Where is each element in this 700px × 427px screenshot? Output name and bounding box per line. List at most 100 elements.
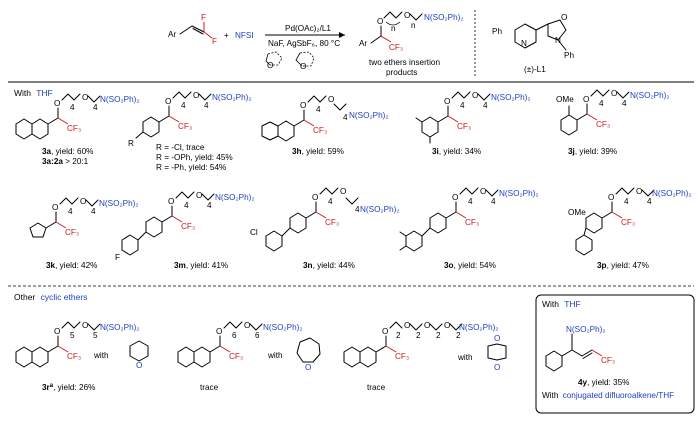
svg-text:CF₃: CF₃ [389,43,403,52]
svg-text:O: O [196,191,202,200]
svg-text:O: O [480,187,486,196]
svg-text:O: O [54,99,60,108]
svg-text:trace: trace [200,383,219,392]
product-4y-box: With THF N(SO₂Ph)₂ CF₃ 4y, yield: 35% Wi… [535,294,695,414]
svg-text:4: 4 [624,197,629,206]
svg-text:CF₃: CF₃ [67,124,81,133]
svg-text:CF₃: CF₃ [178,122,192,131]
svg-text:CF₃: CF₃ [395,352,409,361]
product-3o: CF₃ O 4 O 4 N(SO₂Ph)₂ 3o, yield: 54% [399,187,539,270]
svg-text:R = -Cl, trace: R = -Cl, trace [156,143,205,152]
product-3i: CF₃ O 4 O 4 N(SO₂Ph)₂ 3i, yield: 34% [415,91,531,156]
svg-text:4: 4 [355,205,360,214]
product-3n: Cl CF₃ O 4 O 4 N(SO₂Ph)₂ 3n, yield: 44% [250,187,400,270]
svg-text:O: O [382,327,388,336]
svg-text:2: 2 [396,331,401,340]
product-3r: CF₃ O 5 O 5 N(SO₂Ph)₂ with O 3ra, yield:… [15,321,149,392]
svg-text:O: O [52,203,58,212]
svg-text:4: 4 [622,99,627,108]
svg-text:N(SO₂Ph)₂: N(SO₂Ph)₂ [99,199,139,208]
svg-text:N: N [521,39,527,48]
thp-ring-icon: O [295,51,315,71]
svg-text:3j, yield: 39%: 3j, yield: 39% [568,147,617,156]
product-3h: CF₃ O 4 O 4 N(SO₂Ph)₂ 3h, yield: 59% [261,95,389,156]
svg-text:Ph: Ph [492,27,502,36]
fluorine-2: F [212,37,217,46]
ligand-label: (±)-L1 [524,65,546,74]
svg-text:4: 4 [460,101,465,110]
svg-text:CF₃: CF₃ [67,352,81,361]
svg-text:4: 4 [93,103,98,112]
svg-text:Ph: Ph [564,51,574,60]
svg-text:n: n [391,24,396,33]
svg-text:4: 4 [181,101,186,110]
svg-text:N(SO₂Ph)₂: N(SO₂Ph)₂ [263,323,303,332]
svg-text:O: O [494,363,500,372]
svg-text:O: O [404,11,410,20]
svg-text:O: O [193,91,199,100]
svg-text:Ar: Ar [359,39,367,48]
svg-text:2: 2 [456,331,461,340]
svg-text:O: O [82,93,88,102]
svg-text:O: O [452,193,458,202]
svg-text:N(SO₂Ph)₂: N(SO₂Ph)₂ [491,93,531,102]
svg-text:4: 4 [647,197,652,206]
svg-text:O: O [377,17,383,26]
svg-text:3n, yield: 44%: 3n, yield: 44% [303,261,355,270]
svg-text:O: O [312,193,318,202]
svg-text:3o, yield: 54%: 3o, yield: 54% [444,261,496,270]
svg-text:O: O [80,197,86,206]
dioxane-icon: O O [487,334,507,372]
nfsi-reagent: NFSI [235,31,254,40]
product-r-series: R CF₃ O 4 O 4 N(SO₂Ph)₂ R = -Cl, trace R… [128,91,252,172]
svg-text:3k, yield: 42%: 3k, yield: 42% [46,261,97,270]
svg-text:CF₃: CF₃ [325,218,339,227]
svg-text:OMe: OMe [568,208,586,217]
svg-text:5: 5 [70,331,75,340]
svg-text:O: O [267,61,273,70]
svg-text:3p, yield: 47%: 3p, yield: 47% [597,261,649,270]
svg-text:N(SO₂Ph)₂: N(SO₂Ph)₂ [212,93,252,102]
svg-text:O: O [608,193,614,202]
caption-line-2: products [386,68,417,77]
fluorine-1: F [201,13,206,22]
svg-text:with: with [457,353,473,362]
svg-text:CF₃: CF₃ [313,126,327,135]
svg-text:3m, yield: 41%: 3m, yield: 41% [174,261,228,270]
svg-text:4: 4 [207,201,212,210]
svg-text:O: O [82,321,88,330]
svg-text:CF₃: CF₃ [621,218,635,227]
svg-text:O: O [300,62,306,71]
svg-text:3ra, yield: 26%: 3ra, yield: 26% [42,383,95,392]
svg-text:N(SO₂Ph)₂: N(SO₂Ph)₂ [360,205,400,214]
reactant-ar: Ar [168,30,176,39]
svg-text:O: O [136,361,142,370]
product-3a: CF₃ O 4 O 4 N(SO₂Ph)₂ 3a, yield: 60% 3a:… [15,93,140,166]
additive-text: NaF, AgSbF₆, 80 °C [268,39,340,48]
svg-text:R: R [128,139,134,148]
svg-text:with: with [267,351,283,360]
svg-text:3a, yield: 60%: 3a, yield: 60% [42,147,93,156]
svg-text:O: O [340,187,346,196]
header-product: Ar CF₃ O n O n N(SO₂Ph)₂ [359,11,464,52]
svg-text:CF₃: CF₃ [181,222,195,231]
svg-text:CF₃: CF₃ [596,120,610,129]
svg-text:4: 4 [68,207,73,216]
svg-text:4: 4 [204,101,209,110]
svg-text:O: O [244,321,250,330]
svg-text:4: 4 [316,105,321,114]
plus-sign: + [224,31,229,40]
svg-text:O: O [444,321,450,330]
svg-text:N(SO₂Ph)₂: N(SO₂Ph)₂ [349,111,389,120]
svg-text:N(SO₂Ph)₂: N(SO₂Ph)₂ [100,95,140,104]
svg-text:With conjugated difluoro: With conjugated difluoroalkene/THF [542,391,674,400]
svg-text:4: 4 [343,113,348,122]
svg-text:O: O [404,321,410,330]
svg-text:O: O [54,327,60,336]
header-reaction: Ar F F + NFSI Pd(OAc)₂/L1 NaF, AgSbF₆, 8… [168,10,574,78]
thf-ring-icon: O [265,51,283,70]
product-dioxane-chain: CF₃ O 2 O 2 O 2 O 2 N(SO₂Ph)₂ with O O t… [343,321,507,392]
svg-text:N(SO₂Ph)₂: N(SO₂Ph)₂ [566,325,606,334]
ligand-l1: Ph N N O Ph (±)-L1 [492,13,574,74]
svg-text:With THF: With THF [542,299,581,309]
